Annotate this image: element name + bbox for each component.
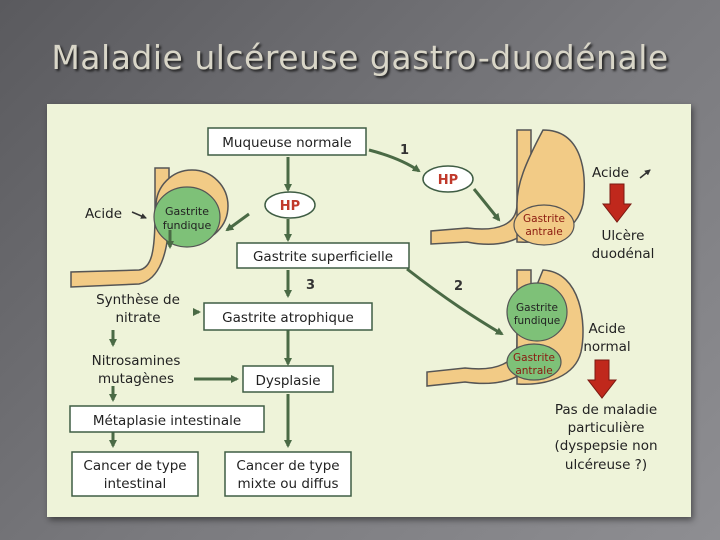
ulcere-line1: Ulcère: [602, 228, 645, 244]
box-dysplasie: [242, 365, 334, 393]
top-right-stomach-illustration: [430, 129, 585, 246]
hp-oval-center: [264, 191, 316, 219]
box-cancer-mixte-line2: mixte ou diffus: [237, 476, 338, 492]
pas-maladie-line3: (dyspepsie non: [554, 438, 657, 454]
box-gastrite-superficielle: [236, 242, 410, 269]
box-cancer-intestinal-line2: intestinal: [104, 476, 167, 492]
acid-arrows: [131, 169, 651, 219]
slide-title: Maladie ulcéreuse gastro-duodénale: [51, 38, 669, 77]
box-gastrite-atrophique: [203, 302, 373, 331]
pas-maladie-line1: Pas de maladie: [555, 402, 657, 418]
br-acide-line1: Acide: [588, 321, 625, 337]
br-fundique-line2: fundique: [514, 315, 560, 327]
box-cancer-intestinal-line1: Cancer de type: [83, 458, 186, 474]
path-number-1: 1: [400, 143, 409, 158]
box-metaplasie-label: Métaplasie intestinale: [93, 413, 241, 429]
normal-down-arrow: [586, 359, 618, 399]
hp-oval-right: [422, 165, 474, 193]
synthese-line2: nitrate: [115, 310, 160, 326]
diagram-panel: Muqueuse normale Gastrite superficielle …: [47, 104, 691, 517]
left-gastrite-line1: Gastrite: [165, 205, 209, 218]
box-atrophique-label: Gastrite atrophique: [222, 310, 354, 326]
box-muqueuse-label: Muqueuse normale: [222, 135, 351, 151]
box-muqueuse-normale: [207, 127, 367, 156]
box-superficielle-label: Gastrite superficielle: [253, 249, 393, 265]
br-fundique-line1: Gastrite: [516, 302, 558, 314]
pas-maladie-line2: particulière: [568, 420, 645, 436]
pas-maladie-line4: ulcéreuse ?): [565, 457, 647, 473]
synthese-line1: Synthèse de: [96, 292, 180, 308]
left-acide-label: Acide: [85, 206, 122, 222]
ulcere-line2: duodénal: [592, 246, 655, 262]
nitrosamines-line2: mutagènes: [98, 371, 174, 387]
path-number-2: 2: [454, 279, 463, 294]
path-number-3: 3: [306, 278, 315, 293]
hp-label-center: HP: [280, 199, 300, 214]
box-cancer-mixte: [224, 451, 352, 497]
tr-gastrite-line1: Gastrite: [523, 213, 565, 225]
tr-acide-label: Acide: [592, 165, 629, 181]
box-metaplasie-intestinale: [69, 405, 265, 433]
box-cancer-mixte-line1: Cancer de type: [236, 458, 339, 474]
br-acide-line2: normal: [583, 339, 630, 355]
br-antrale-line1: Gastrite: [513, 352, 555, 364]
bottom-right-stomach-illustration: [426, 269, 584, 387]
box-dysplasie-label: Dysplasie: [255, 373, 320, 389]
diagram-canvas: Muqueuse normale Gastrite superficielle …: [69, 127, 658, 497]
hp-label-right: HP: [438, 173, 458, 188]
br-antrale-line2: antrale: [515, 365, 552, 377]
left-gastrite-line2: fundique: [163, 219, 212, 232]
tr-gastrite-line2: antrale: [525, 226, 562, 238]
nitrosamines-line1: Nitrosamines: [92, 353, 181, 369]
ulcer-down-arrow: [601, 183, 633, 223]
box-cancer-intestinal: [71, 451, 199, 497]
